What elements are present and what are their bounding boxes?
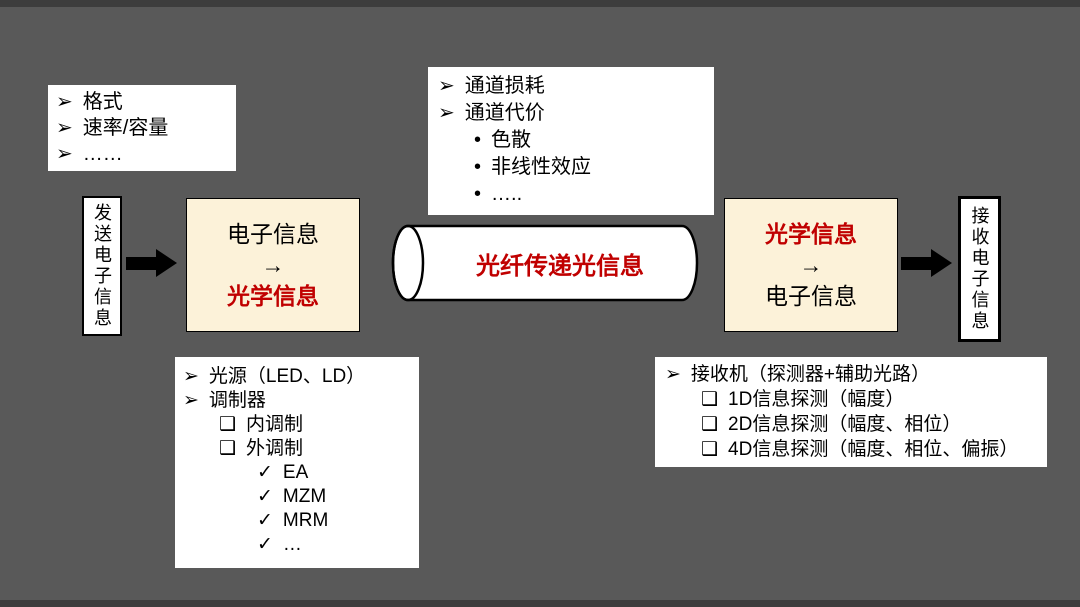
list-item: ➢ …… [56,141,228,167]
list-item: ✓ MRM [183,509,411,533]
list-item: ❑ 外调制 [183,437,411,461]
arrow-bullet-icon: ➢ [56,143,73,165]
list-item-text: 内调制 [246,414,304,435]
list-item: ➢ 接收机（探测器+辅助光路） [665,362,1037,387]
arrow-bullet-icon: ➢ [438,75,455,97]
fiber-label: 光纤传递光信息 [476,252,644,280]
list-item-text: 速率/容量 [82,117,169,139]
list-item-text: …… [82,143,123,165]
arrow-head [156,249,177,277]
list-item-text: 非线性效应 [491,156,592,178]
check-bullet-icon: ✓ [257,486,273,507]
list-item-text: … [282,534,302,555]
list-item-text: 1D信息探测（幅度） [728,389,905,410]
list-item-text: 光源（LED、LD） [208,366,366,387]
down-arrow-glyph: → [261,251,285,278]
converter-optical-to-electronic-box: 光学信息 → 电子信息 [724,198,898,332]
list-item: ✓ MZM [183,485,411,509]
list-item: ➢ 调制器 [183,389,411,413]
list-item: ❑ 4D信息探测（幅度、相位、偏振） [665,437,1037,462]
list-item-text: 通道损耗 [464,75,545,97]
vertical-label-receive-electronic-info: 接收电子信息 [958,196,1001,342]
list-item: • 色散 [438,127,704,154]
list-item: ❑ 1D信息探测（幅度） [665,387,1037,412]
dot-bullet-icon: • [474,183,482,205]
list-item-text: EA [282,462,309,483]
list-item: ➢ 格式 [56,89,228,115]
arrow-bullet-icon: ➢ [183,366,199,387]
letterbox-top [0,0,1080,7]
list-item: ✓ … [183,533,411,557]
down-arrow-glyph: → [799,251,823,278]
list-item-text: 调制器 [208,390,266,411]
arrow-bullet-icon: ➢ [665,364,681,385]
square-bullet-icon: ❑ [701,389,719,410]
list-item-text: 外调制 [246,438,304,459]
arrow-bullet-icon: ➢ [438,102,455,124]
list-item-text: 格式 [82,91,123,113]
converter-input-label: 电子信息 [227,220,319,247]
arrow-bullet-icon: ➢ [56,91,73,113]
check-bullet-icon: ✓ [257,510,273,531]
list-item-text: 接收机（探测器+辅助光路） [690,364,931,385]
note-receiver-components: ➢ 接收机（探测器+辅助光路） ❑ 1D信息探测（幅度） ❑ 2D信息探测（幅度… [655,357,1047,467]
list-item: ➢ 通道代价 [438,100,704,127]
note-transmitter-components: ➢ 光源（LED、LD） ➢ 调制器 ❑ 内调制 ❑ 外调制 ✓ EA ✓ MZ… [175,357,419,568]
check-bullet-icon: ✓ [257,534,273,555]
converter-input-label: 光学信息 [765,220,857,247]
list-item: • ….. [438,181,704,208]
square-bullet-icon: ❑ [219,438,237,459]
list-item-text: MZM [282,486,327,507]
dot-bullet-icon: • [474,129,482,151]
converter-output-label: 电子信息 [765,282,857,309]
list-item: ➢ 光源（LED、LD） [183,365,411,389]
arrow-shaft [901,256,931,270]
list-item-text: 通道代价 [464,102,545,124]
dot-bullet-icon: • [474,156,482,178]
arrow-bullet-icon: ➢ [56,117,73,139]
list-item: ➢ 通道损耗 [438,73,704,100]
letterbox-bottom [0,600,1080,607]
list-item: ❑ 内调制 [183,413,411,437]
receive-arrow-icon [901,249,952,277]
note-channel-impairments: ➢ 通道损耗 ➢ 通道代价 • 色散 • 非线性效应 • ….. [428,67,714,215]
arrow-head [931,249,952,277]
square-bullet-icon: ❑ [701,439,719,460]
arrow-bullet-icon: ➢ [183,390,199,411]
square-bullet-icon: ❑ [701,414,719,435]
note-signal-format: ➢ 格式 ➢ 速率/容量 ➢ …… [48,85,236,171]
list-item: ➢ 速率/容量 [56,115,228,141]
list-item: • 非线性效应 [438,154,704,181]
converter-electronic-to-optical-box: 电子信息 → 光学信息 [186,198,360,332]
arrow-shaft [126,256,156,270]
list-item-text: 2D信息探测（幅度、相位） [728,414,962,435]
list-item-text: 4D信息探测（幅度、相位、偏振） [728,439,1019,460]
send-arrow-icon [126,249,177,277]
vertical-label-send-electronic-info: 发送电子信息 [82,196,122,336]
list-item-text: 色散 [491,129,532,151]
check-bullet-icon: ✓ [257,462,273,483]
cylinder-shape [391,224,699,302]
list-item-text: ….. [491,183,523,205]
fiber-cylinder: 光纤传递光信息 [388,223,714,303]
converter-output-label: 光学信息 [227,282,319,309]
list-item: ❑ 2D信息探测（幅度、相位） [665,412,1037,437]
square-bullet-icon: ❑ [219,414,237,435]
list-item: ✓ EA [183,461,411,485]
list-item-text: MRM [282,510,329,531]
